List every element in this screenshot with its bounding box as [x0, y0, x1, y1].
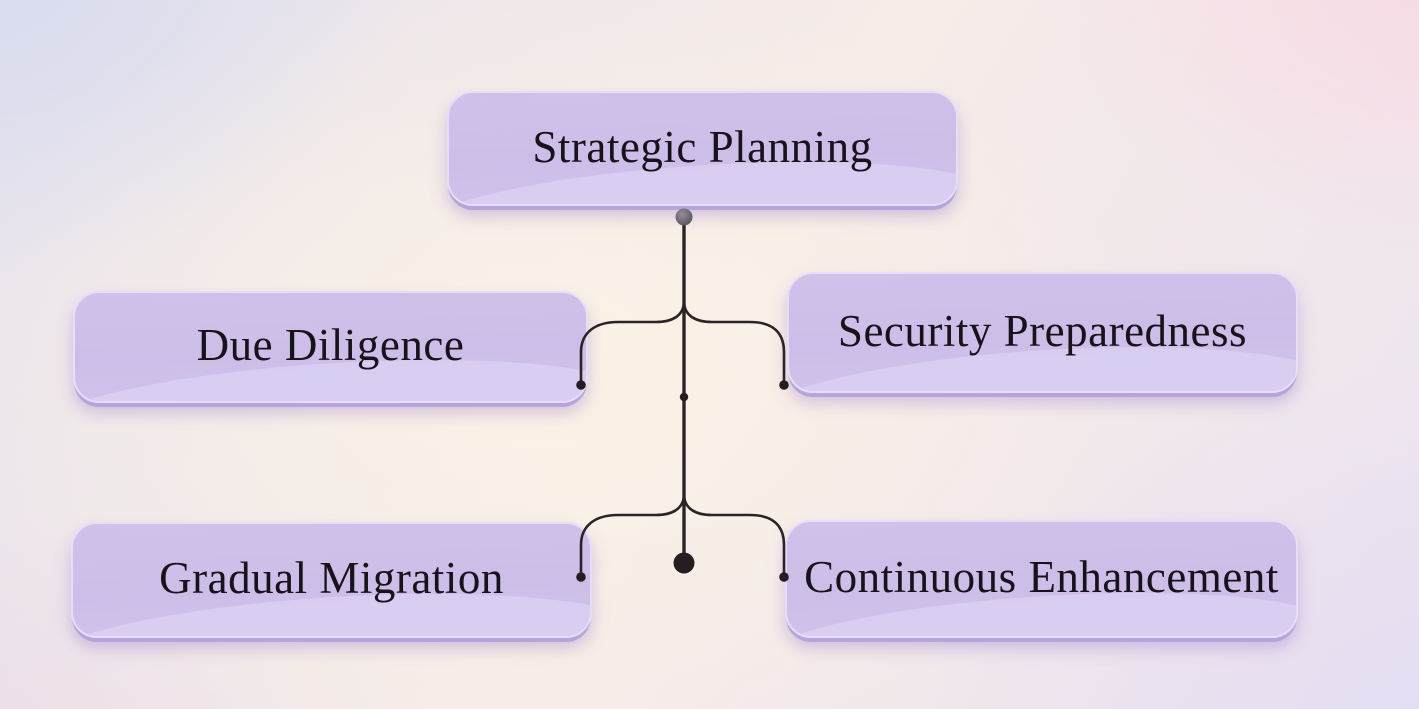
trunk-mid-dot — [679, 392, 689, 402]
branch-lower-left — [579, 492, 686, 574]
node-due-diligence: Due Diligence — [73, 291, 588, 403]
trunk-end-dot — [673, 552, 695, 574]
node-label: Continuous Enhancement — [804, 552, 1279, 602]
endpoint-dot-security-preparedness — [779, 380, 789, 390]
root-junction-dot — [675, 208, 693, 226]
branch-lower-right — [682, 492, 786, 574]
node-gradual-migration: Gradual Migration — [71, 522, 592, 638]
node-label: Due Diligence — [196, 320, 465, 370]
node-label: Strategic Planning — [532, 121, 873, 172]
node-continuous-enhancement: Continuous Enhancement — [785, 520, 1298, 638]
node-strategic-planning: Strategic Planning — [447, 91, 958, 206]
branch-upper-left — [579, 299, 686, 382]
node-label: Gradual Migration — [159, 553, 504, 603]
node-label: Security Preparedness — [837, 305, 1248, 356]
branch-upper-right — [682, 299, 786, 382]
node-security-preparedness: Security Preparedness — [787, 272, 1298, 393]
